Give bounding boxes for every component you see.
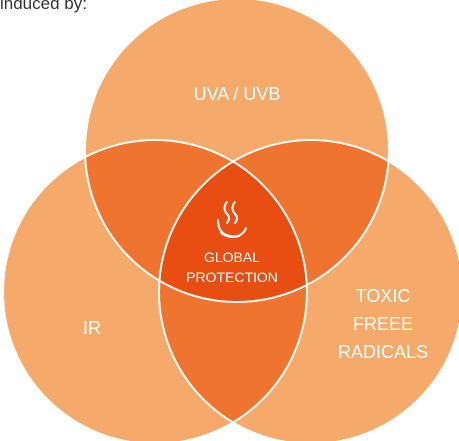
label-center-line-2: PROTECTION [186, 269, 278, 285]
label-toxic-line-1: TOXIC [356, 286, 411, 306]
outline-ir [2, 139, 308, 441]
label-toxic-line-3: RADICALS [338, 342, 428, 362]
label-center-line-1: GLOBAL [204, 249, 260, 265]
label-ir: IR [83, 318, 101, 338]
overlap-center [159, 140, 307, 302]
label-uva-uvb: UVA / UVB [194, 84, 281, 104]
drops-shield-icon [217, 201, 247, 238]
outline-uva-uvb [84, 0, 390, 303]
outline-toxic-free-radicals [158, 139, 459, 441]
caption-text: induced by: [0, 0, 87, 13]
label-toxic-line-2: FREEE [353, 314, 413, 334]
